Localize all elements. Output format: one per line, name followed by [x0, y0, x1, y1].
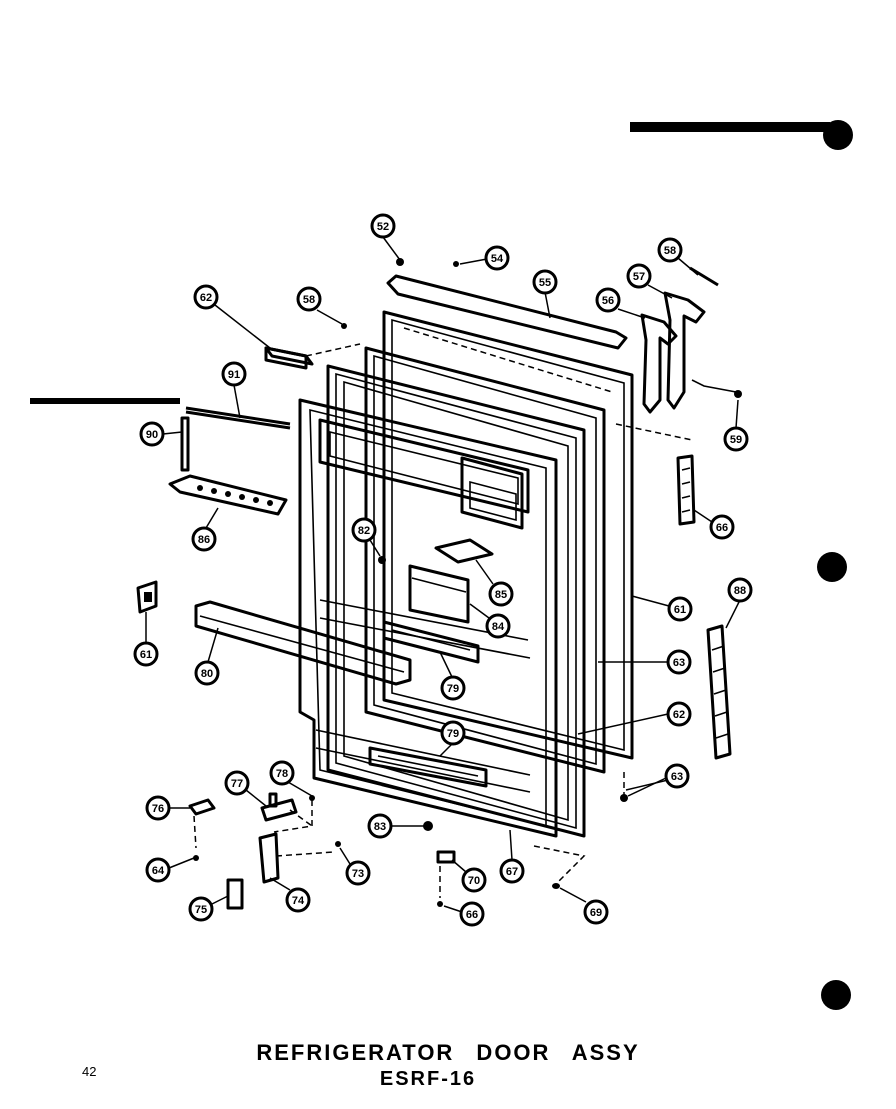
svg-text:91: 91: [228, 369, 240, 381]
svg-text:83: 83: [374, 821, 386, 833]
callout-58-left: 58: [296, 286, 343, 325]
svg-text:86: 86: [198, 534, 210, 546]
svg-text:66: 66: [716, 522, 728, 534]
svg-text:88: 88: [734, 585, 746, 597]
callout-69: 69: [559, 887, 609, 925]
svg-text:63: 63: [671, 771, 683, 783]
callout-86-left: 86: [191, 507, 219, 552]
door-outer-panel: [382, 310, 634, 760]
shelf-front-upper: [382, 620, 480, 664]
svg-text:79: 79: [447, 728, 459, 740]
svg-text:62: 62: [673, 709, 685, 721]
callout-84: 84: [469, 603, 511, 639]
hinge-cover-left: [136, 580, 158, 614]
callout-52: 52: [370, 213, 401, 261]
hinge-brackets: [640, 266, 737, 414]
callout-63-right: 63: [625, 763, 690, 791]
callout-90: 90: [139, 421, 183, 447]
callout-76: 76: [145, 795, 190, 821]
callout-61-right: 61: [631, 595, 693, 622]
svg-text:61: 61: [140, 649, 152, 661]
door-shelf-bar: [194, 600, 412, 686]
callout-74: 74: [269, 877, 311, 913]
callout-63: 63: [598, 649, 692, 675]
clip-block: [264, 346, 314, 370]
svg-text:67: 67: [506, 866, 518, 878]
lower-hinge-parts: [188, 792, 456, 910]
svg-text:59: 59: [730, 434, 742, 446]
svg-text:63: 63: [673, 657, 685, 669]
door-top-trim: [386, 274, 628, 350]
callout-77: 77: [224, 770, 267, 807]
svg-text:64: 64: [152, 865, 165, 877]
scan-marks: [30, 120, 853, 1010]
svg-text:55: 55: [539, 277, 551, 289]
svg-text:61: 61: [674, 604, 686, 616]
svg-text:85: 85: [495, 589, 507, 601]
callout-91: 91: [221, 361, 247, 419]
callout-88: 88: [725, 577, 753, 629]
callout-59: 59: [723, 399, 749, 452]
svg-text:58: 58: [664, 245, 676, 257]
svg-text:58: 58: [303, 294, 315, 306]
callout-56: 56: [595, 287, 646, 319]
callout-85: 85: [475, 559, 514, 607]
svg-text:90: 90: [146, 429, 158, 441]
callout-62-right: 62: [577, 701, 692, 735]
svg-text:76: 76: [152, 803, 164, 815]
callout-79-lower: 79: [439, 720, 466, 757]
svg-text:52: 52: [377, 221, 389, 233]
shelf-rod: [185, 406, 291, 430]
svg-text:79: 79: [447, 683, 459, 695]
svg-text:57: 57: [633, 271, 645, 283]
callout-58-top: 58: [657, 237, 699, 276]
callout-82-center: 82: [351, 517, 381, 557]
callout-66-bottom: 66: [443, 901, 485, 927]
svg-text:78: 78: [276, 768, 288, 780]
svg-text:84: 84: [492, 621, 505, 633]
callout-61-left: 61: [133, 612, 159, 667]
door-inner-liner: [298, 398, 558, 838]
svg-text:77: 77: [231, 778, 243, 790]
callout-75: 75: [188, 895, 229, 922]
trim-strip-right-short: [676, 454, 696, 526]
hardware: [193, 258, 742, 907]
callout-66-bottom-left: 64: [145, 857, 195, 883]
svg-text:80: 80: [201, 668, 213, 680]
callout-62-top: 62: [193, 284, 271, 349]
callout-57: 57: [626, 263, 673, 299]
callout-79-upper: 79: [439, 651, 466, 701]
svg-text:66: 66: [466, 909, 478, 921]
svg-text:75: 75: [195, 904, 207, 916]
door-insulation: [364, 346, 606, 774]
shelf-front-lower: [368, 746, 488, 788]
callout-66-right: 66: [693, 509, 735, 540]
callout-80: 80: [194, 627, 220, 686]
trim-strip-right-long: [706, 624, 732, 760]
svg-text:82: 82: [358, 525, 370, 537]
svg-text:56: 56: [602, 295, 614, 307]
callout-67: 67: [499, 829, 525, 884]
svg-text:62: 62: [200, 292, 212, 304]
callout-64: [627, 777, 667, 797]
callout-70: 70: [451, 859, 487, 893]
rod-bracket: [180, 416, 190, 472]
svg-text:70: 70: [468, 875, 480, 887]
diagram-title: REFRIGERATOR DOOR ASSY: [256, 1040, 640, 1065]
assembly-lines: [193, 327, 693, 898]
dairy-compartment: [408, 538, 494, 624]
svg-text:73: 73: [352, 868, 364, 880]
svg-text:54: 54: [491, 253, 504, 265]
egg-tray: [168, 474, 288, 516]
callout-73: 73: [339, 847, 371, 886]
svg-text:74: 74: [292, 895, 305, 907]
svg-text:69: 69: [590, 907, 602, 919]
callout-55: 55: [532, 269, 558, 319]
callout-83: 83: [367, 813, 424, 839]
callout-54: 54: [459, 245, 510, 271]
callout-78: 78: [269, 760, 313, 797]
model-number: ESRF-16: [379, 1068, 477, 1090]
page-number: 42: [82, 1064, 97, 1079]
